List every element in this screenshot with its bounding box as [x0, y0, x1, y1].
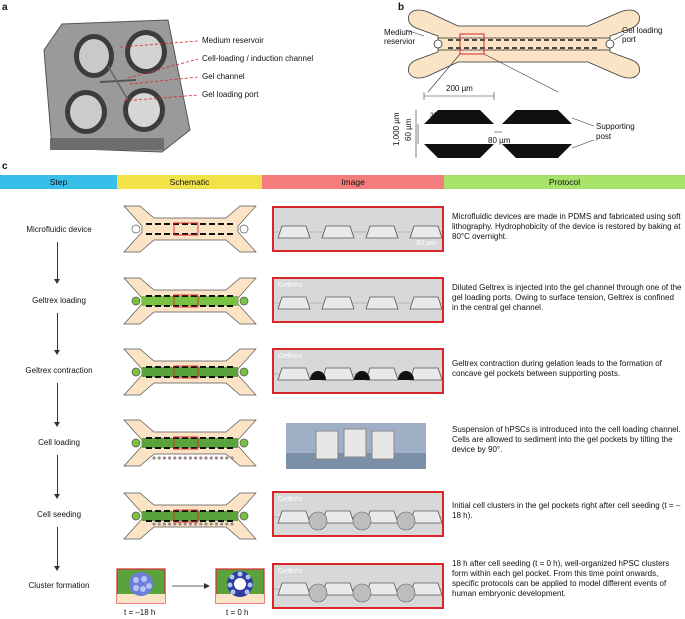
label-cell-loading-channel: Cell-loading / induction channel — [202, 54, 314, 63]
header-schematic: Schematic — [117, 175, 262, 189]
label-gel-channel: Gel channel — [202, 72, 245, 81]
image-cluster-formation: Geltrex — [272, 563, 444, 609]
image-tag: Geltrex — [278, 280, 303, 289]
panel-letter-a: a — [2, 2, 8, 13]
dim-60um: 60 µm — [404, 118, 413, 141]
label-supporting-post: Supporting post — [596, 122, 635, 141]
protocol-microfluidic-device: Microfluidic devices are made in PDMS an… — [452, 212, 681, 241]
panel-letter-b: b — [398, 2, 405, 13]
schematic-device — [123, 348, 257, 396]
flow-arrow — [54, 242, 60, 284]
header-step: Step — [0, 175, 117, 189]
image-cell-seeding: Geltrex — [272, 491, 444, 537]
schematic-device — [123, 277, 257, 325]
image-geltrex-contraction: Geltrex — [272, 348, 444, 394]
protocol-cell-seeding: Initial cell clusters in the gel pockets… — [452, 501, 681, 520]
image-tag: Geltrex — [278, 566, 303, 575]
dim-200um: 200 µm — [446, 84, 473, 93]
label-medium-reservoir-b: Medium reservior — [384, 28, 416, 46]
panel-a-leader-lines — [119, 40, 199, 102]
protocol-cluster-formation: 18 h after cell seeding (t = 0 h), well-… — [452, 559, 670, 598]
dim-angle: 30° — [430, 112, 440, 119]
label-gel-loading-port: Gel loading port — [202, 90, 259, 99]
label-medium-reservoir: Medium reservoir — [202, 36, 264, 45]
step-geltrex-contraction: Geltrex contraction — [25, 366, 93, 375]
schematic-device — [123, 205, 257, 253]
step-cell-loading: Cell loading — [38, 438, 80, 447]
image-tag: Geltrex — [278, 494, 303, 503]
protocol-cell-loading: Suspension of hPSCs is introduced into t… — [452, 425, 681, 454]
panel-letter-c: c — [2, 161, 8, 172]
schematic-device — [123, 492, 257, 540]
image-cell-loading-photo — [286, 423, 426, 469]
cluster-schematic: t = –18 h t = 0 h — [116, 568, 266, 618]
scale-bar-label: 80 µm — [416, 240, 436, 247]
schematic-device — [123, 419, 257, 467]
time-0: t = 0 h — [226, 608, 249, 617]
label-gel-loading-port-b: Gel loading port — [622, 26, 663, 44]
dim-80um: 80 µm — [488, 136, 511, 145]
time-minus18: t = –18 h — [124, 608, 156, 617]
flow-arrow — [54, 455, 60, 499]
protocol-geltrex-loading: Diluted Geltrex is injected into the gel… — [452, 283, 682, 312]
image-tag: Geltrex — [278, 351, 303, 360]
step-geltrex-loading: Geltrex loading — [32, 296, 86, 305]
flow-arrow — [54, 313, 60, 355]
protocol-geltrex-contraction: Geltrex contraction during gelation lead… — [452, 359, 662, 378]
step-microfluidic-device: Microfluidic device — [26, 225, 92, 234]
step-cluster-formation: Cluster formation — [28, 581, 90, 590]
panel-b-device-schematic — [405, 9, 641, 158]
dim-1000um: 1,000 µm — [392, 112, 401, 146]
device-photo — [42, 10, 192, 160]
step-cell-seeding: Cell seeding — [36, 510, 82, 519]
header-protocol: Protocol — [444, 175, 685, 189]
image-geltrex-loading: Geltrex — [272, 277, 444, 323]
flow-arrow — [54, 383, 60, 427]
image-microfluidic-device: 80 µm — [272, 206, 444, 252]
flow-arrow — [54, 527, 60, 571]
header-image: Image — [262, 175, 444, 189]
